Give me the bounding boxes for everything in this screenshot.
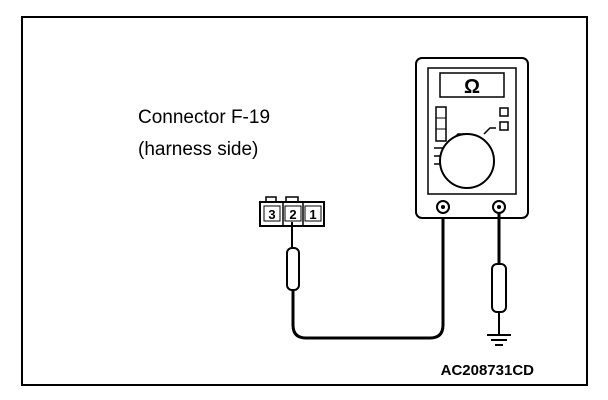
ground-icon — [487, 334, 511, 346]
multimeter: Ω — [415, 57, 529, 219]
connector-pin-3: 3 — [268, 207, 275, 222]
rotary-dial — [439, 133, 495, 189]
figure-frame — [21, 16, 588, 386]
connector-label-line2: (harness side) — [138, 139, 258, 160]
connector-pin-1: 1 — [309, 207, 316, 222]
meter-display — [439, 72, 505, 98]
test-lead-left — [291, 210, 445, 340]
figure-code: AC208731CD — [441, 362, 535, 379]
probe-connector-side — [286, 222, 300, 291]
connector-f19: 3 2 1 — [259, 196, 325, 227]
test-lead-right — [491, 212, 507, 334]
range-bar-icon — [435, 106, 447, 142]
connector-pin-2: 2 — [289, 207, 296, 222]
connector-label-line1: Connector F-19 — [138, 107, 270, 128]
ohm-symbol: Ω — [464, 76, 480, 98]
